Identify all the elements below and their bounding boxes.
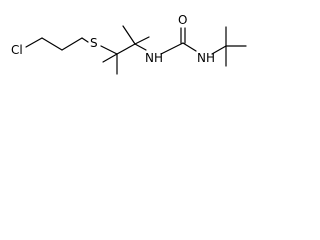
bond-cl-c1 [25, 37, 43, 48]
atom-label-sulfur: S [90, 36, 98, 50]
bond-c2-c3 [61, 37, 83, 51]
chemical-structure: Cl S O NH NH [11, 13, 247, 75]
bond-cq1-cq2 [116, 43, 136, 55]
bond-cq1-me-left [102, 53, 118, 63]
atom-label-carbonyl-oxygen: O [178, 13, 187, 27]
bond-c1-c2 [41, 37, 63, 51]
bond-cq2-me-right [134, 36, 150, 45]
bond-nh-carbonyl [160, 42, 184, 55]
atom-label-chlorine: Cl [11, 43, 23, 57]
bond-cq2-me-up [122, 25, 136, 45]
atom-label-amide-nitrogen-right: NH [197, 51, 215, 65]
bond-c3-s [81, 37, 89, 43]
bond-cq2-nh [134, 43, 147, 51]
bond-nh-cq3 [211, 45, 227, 55]
atom-label-amide-nitrogen-left: NH [145, 51, 163, 65]
bond-s-cq1 [100, 45, 118, 55]
bond-carbonyl-nh [182, 42, 197, 52]
